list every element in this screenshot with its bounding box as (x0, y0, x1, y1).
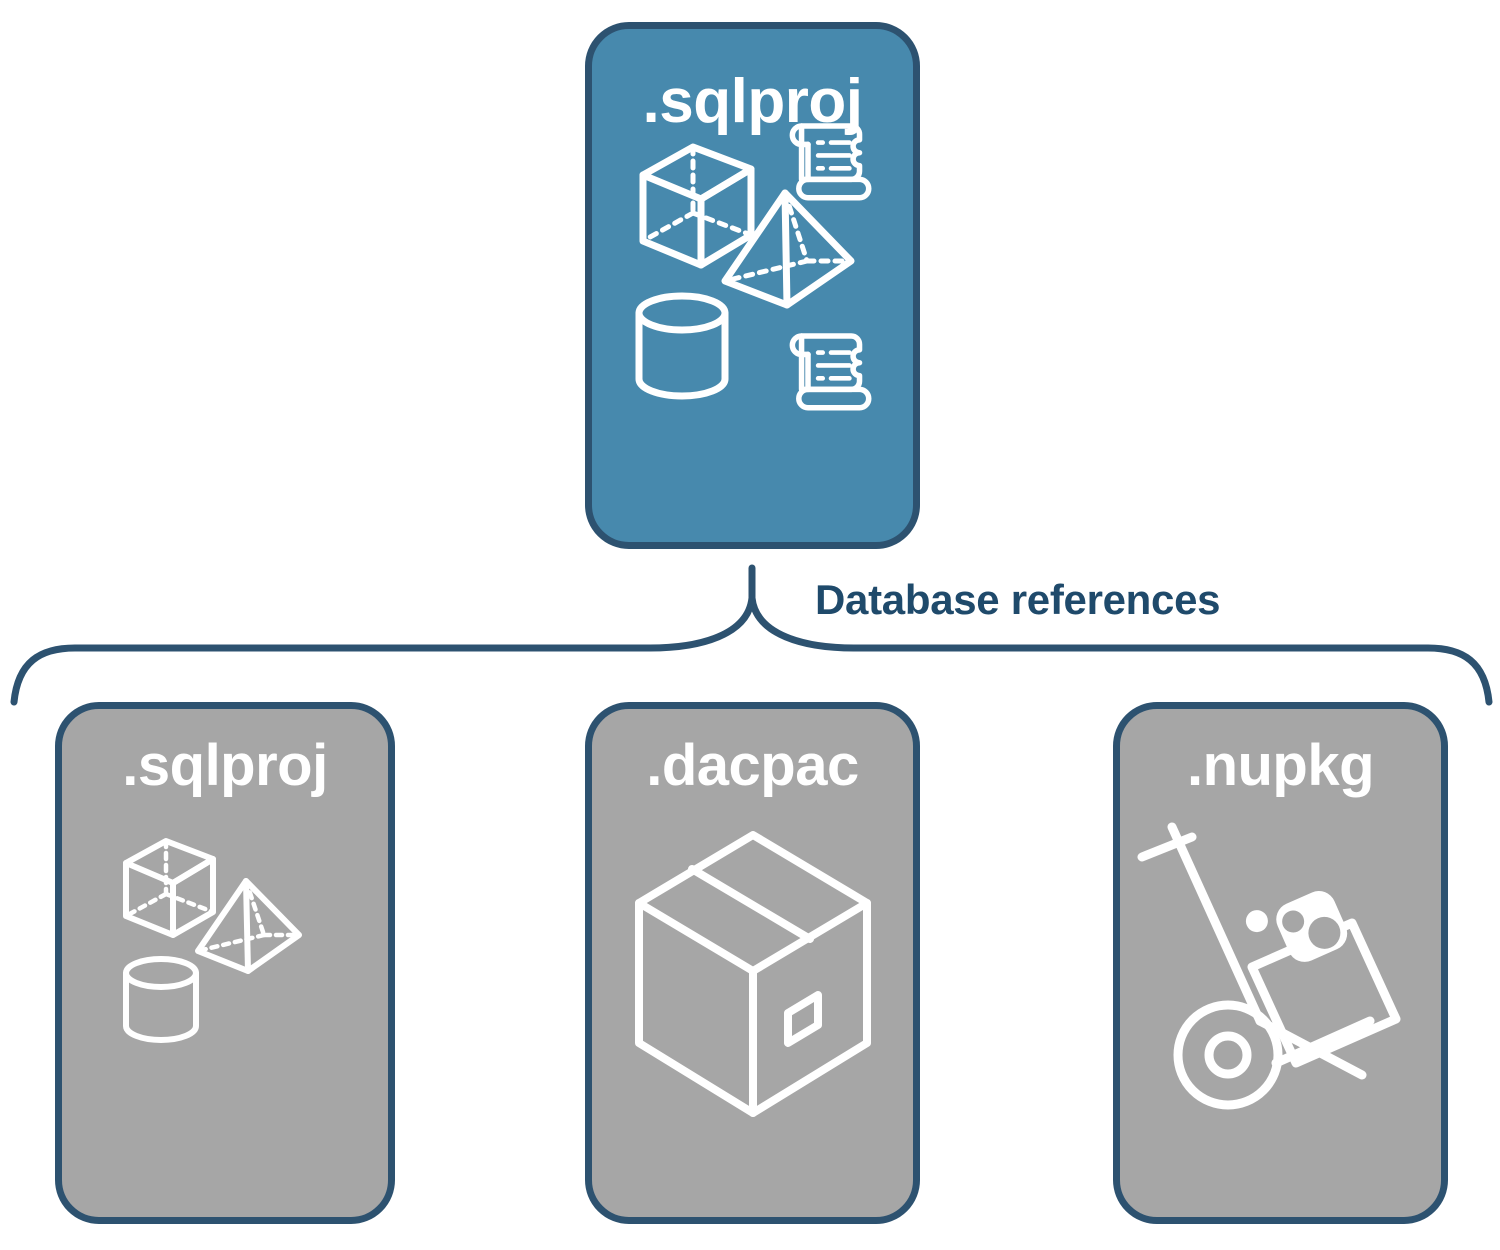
node-sqlproj-reference[interactable]: .sqlproj (55, 702, 395, 1224)
cylinder-icon (122, 956, 199, 1043)
pyramid-icon (721, 189, 855, 309)
shipping-box-icon (634, 831, 871, 1117)
nuget-logo-icon (1245, 890, 1347, 962)
node-artwork (1120, 795, 1441, 1217)
cube-icon (639, 143, 755, 269)
cube-icon (122, 838, 216, 938)
node-sqlproj-root[interactable]: .sqlproj (585, 22, 920, 549)
hand-truck-nuget-package-icon (1137, 822, 1400, 1110)
node-nupkg-reference[interactable]: .nupkg (1113, 702, 1448, 1224)
node-title: .dacpac (646, 733, 859, 798)
bracket-label: Database references (815, 576, 1221, 623)
node-title: .sqlproj (122, 733, 328, 798)
script-scroll-icon (789, 333, 872, 411)
node-artwork (62, 795, 388, 1217)
node-artwork (592, 795, 913, 1217)
node-artwork (592, 123, 913, 542)
node-title: .nupkg (1186, 733, 1375, 798)
node-dacpac-reference[interactable]: .dacpac (585, 702, 920, 1224)
cylinder-icon (635, 292, 729, 400)
pyramid-icon (194, 878, 302, 974)
script-scroll-icon (789, 123, 872, 201)
node-title: .sqlproj (642, 67, 863, 136)
